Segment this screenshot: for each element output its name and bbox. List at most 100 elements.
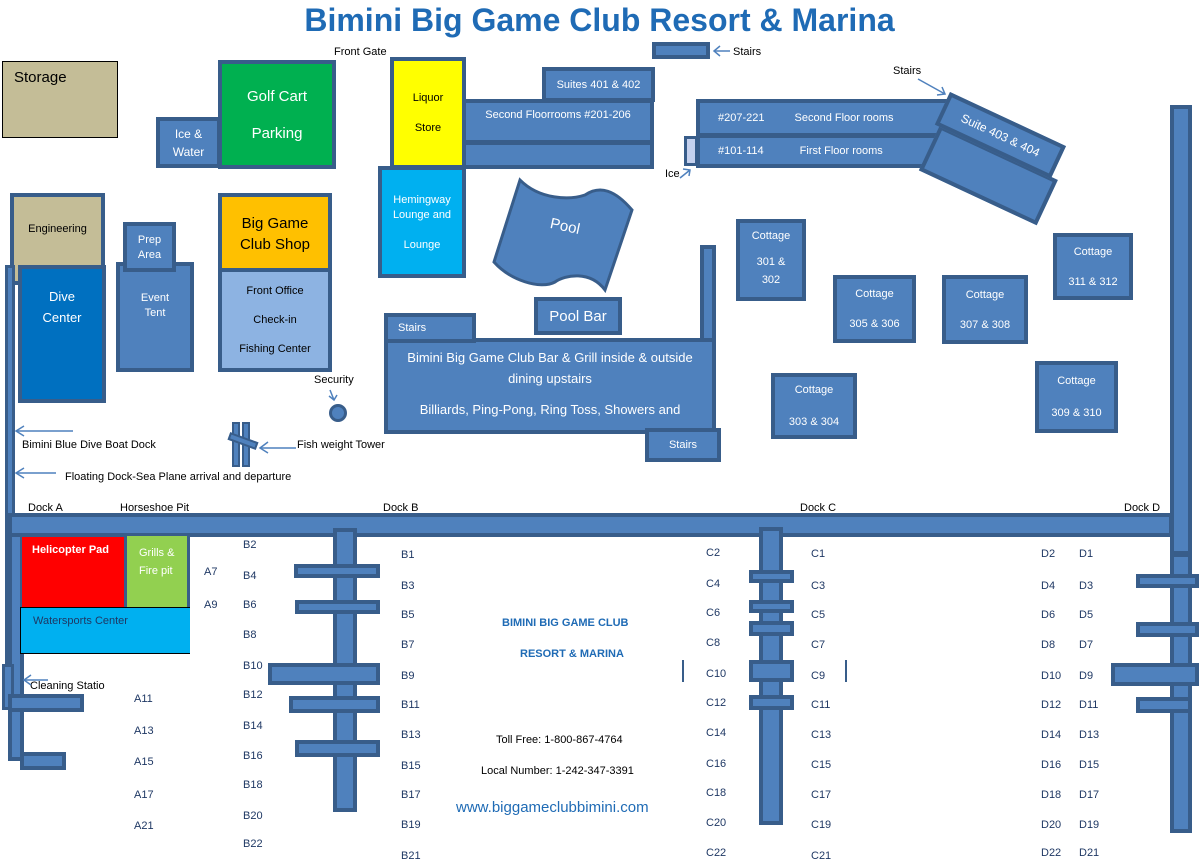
helicopter-pad-label: Helicopter Pad bbox=[32, 544, 110, 556]
dock-c-marker-right bbox=[845, 660, 847, 682]
big-game-club-shop[interactable]: Big Game Club Shop bbox=[218, 193, 332, 275]
dive-center[interactable]: Dive Center bbox=[18, 265, 106, 403]
watersports-center[interactable]: Watersports Center bbox=[20, 607, 190, 654]
slip-label-c16: C16 bbox=[706, 758, 727, 770]
hemingway-label-2: Lounge and bbox=[392, 208, 452, 221]
slip-label-d12: D12 bbox=[1041, 699, 1062, 711]
event-tent-label-2: Tent bbox=[144, 307, 166, 319]
floating-dock-arrow-icon bbox=[14, 467, 56, 479]
bar-grill[interactable]: Bimini Big Game Club Bar & Grill inside … bbox=[384, 338, 716, 434]
slip-label-d15: D15 bbox=[1079, 759, 1100, 771]
second-floor-207-221[interactable]: #207-221 Second Floor rooms bbox=[696, 99, 956, 137]
prep-area[interactable]: Prep Area bbox=[123, 222, 176, 272]
slip-label-d14: D14 bbox=[1041, 729, 1062, 741]
website-link[interactable]: www.biggameclubbimini.com bbox=[456, 799, 649, 816]
slip-label-b8: B8 bbox=[243, 629, 257, 641]
slip-label-d17: D17 bbox=[1079, 789, 1100, 801]
golf-cart-parking[interactable]: Golf Cart Parking bbox=[218, 60, 336, 169]
second-floor-201-206[interactable]: Second Floorrooms #201-206 bbox=[462, 99, 654, 144]
storage-label: Storage bbox=[14, 69, 67, 86]
ice-water-label-2: Water bbox=[172, 144, 205, 159]
dock-b-finger bbox=[295, 740, 380, 757]
cottage-301-302[interactable]: Cottage 301 & 302 bbox=[736, 219, 806, 301]
liquor-label-2: Store bbox=[414, 122, 442, 134]
slip-label-b7: B7 bbox=[401, 639, 415, 651]
front-office-label-2: Check-in bbox=[253, 314, 297, 326]
cottage-307-308[interactable]: Cottage 307 & 308 bbox=[942, 275, 1028, 344]
slip-label-b22: B22 bbox=[243, 838, 263, 850]
slip-label-d7: D7 bbox=[1079, 639, 1094, 651]
slip-label-b11: B11 bbox=[401, 699, 420, 711]
cottage-name: Cottage bbox=[794, 384, 834, 396]
security-post[interactable] bbox=[329, 404, 347, 422]
cottage-number: 303 & 304 bbox=[788, 416, 840, 428]
cottage-309-310[interactable]: Cottage 309 & 310 bbox=[1035, 361, 1118, 433]
slip-label-d6: D6 bbox=[1041, 609, 1056, 621]
cottage-name: Cottage bbox=[965, 288, 1005, 301]
slip-label-c17: C17 bbox=[811, 789, 832, 801]
slip-label-b10: B10 bbox=[243, 660, 263, 672]
ice-water-building[interactable]: Ice & Water bbox=[156, 117, 221, 168]
dive-center-label-1: Dive bbox=[48, 289, 75, 304]
pool-bar-label: Pool Bar bbox=[549, 307, 607, 325]
slip-label-b18: B18 bbox=[243, 779, 263, 791]
slip-label-b15: B15 bbox=[401, 760, 421, 772]
slip-label-d1: D1 bbox=[1079, 548, 1094, 560]
slip-label-c8: C8 bbox=[706, 637, 721, 649]
floating-dock-label: Floating Dock-Sea Plane arrival and depa… bbox=[65, 471, 292, 483]
stairs-top-arrow-icon bbox=[712, 45, 730, 57]
slip-label-d11: D11 bbox=[1079, 699, 1099, 711]
helicopter-pad[interactable]: Helicopter Pad bbox=[22, 537, 126, 607]
slip-label-c22: C22 bbox=[706, 847, 727, 859]
event-tent[interactable]: Event Tent bbox=[116, 262, 194, 372]
front-office[interactable]: Front Office Check-in Fishing Center bbox=[218, 268, 332, 372]
slip-label-c1: C1 bbox=[811, 548, 826, 560]
stairs-bar-bottom[interactable]: Stairs bbox=[645, 428, 721, 462]
second-floor-rooms-label: Second Floor rooms bbox=[794, 112, 894, 124]
liquor-store[interactable]: Liquor Store bbox=[390, 57, 466, 169]
stairs-right-arrow-icon bbox=[917, 78, 947, 96]
engineering-label: Engineering bbox=[28, 223, 87, 235]
dock-c-finger bbox=[749, 600, 794, 613]
cottage-number: 311 & 312 bbox=[1068, 275, 1118, 288]
cottage-name: Cottage bbox=[855, 288, 894, 300]
cottage-303-304[interactable]: Cottage 303 & 304 bbox=[771, 373, 857, 439]
cottage-number: 307 & 308 bbox=[959, 318, 1011, 331]
prep-area-label-2: Area bbox=[137, 248, 162, 261]
pool-shape bbox=[492, 177, 634, 294]
dock-d-finger bbox=[1136, 622, 1199, 637]
liquor-label-1: Liquor bbox=[412, 92, 444, 104]
slip-label-d4: D4 bbox=[1041, 580, 1056, 592]
pool-label[interactable]: Pool bbox=[548, 215, 582, 238]
hemingway-label-1: Hemingway bbox=[393, 193, 451, 206]
slip-label-b2: B2 bbox=[243, 539, 257, 551]
dock-b-label: Dock B bbox=[383, 502, 419, 514]
slip-label-d13: D13 bbox=[1079, 729, 1100, 741]
center-name-2: RESORT & MARINA bbox=[520, 648, 624, 660]
slip-label-b9: B9 bbox=[401, 670, 415, 682]
slip-label-c5: C5 bbox=[811, 609, 826, 621]
bar-grill-label-3: Billiards, Ping-Pong, Ring Toss, Showers… bbox=[419, 402, 681, 417]
hemingway-lounge[interactable]: Hemingway Lounge and Lounge bbox=[378, 166, 466, 278]
golf-cart-label-1: Golf Cart bbox=[246, 87, 307, 105]
dock-a-finger-3 bbox=[20, 752, 66, 770]
slip-label-d2: D2 bbox=[1041, 548, 1056, 560]
cottage-305-306[interactable]: Cottage 305 & 306 bbox=[833, 275, 916, 343]
security-label: Security bbox=[314, 374, 354, 386]
dock-c-finger bbox=[749, 570, 794, 583]
dive-boat-dock-label: Bimini Blue Dive Boat Dock bbox=[22, 439, 156, 451]
grills-fire-pit[interactable]: Grills & Fire pit bbox=[124, 536, 190, 608]
suites-401-402[interactable]: Suites 401 & 402 bbox=[542, 67, 655, 102]
pool-bar[interactable]: Pool Bar bbox=[534, 297, 622, 335]
cottage-number: 309 & 310 bbox=[1051, 407, 1102, 419]
cottage-311-312[interactable]: Cottage 311 & 312 bbox=[1053, 233, 1133, 300]
stairs-top-block bbox=[652, 42, 710, 59]
slip-label-c7: C7 bbox=[811, 639, 826, 651]
watersports-label: Watersports Center bbox=[33, 615, 128, 627]
first-floor-101-114[interactable]: #101-114 First Floor rooms bbox=[696, 134, 952, 168]
slip-label-d10: D10 bbox=[1041, 670, 1062, 682]
bar-grill-wall bbox=[700, 245, 716, 345]
storage-building[interactable]: Storage bbox=[2, 61, 118, 138]
dock-d-finger bbox=[1136, 574, 1199, 588]
stairs-bar-top[interactable]: Stairs bbox=[384, 313, 476, 343]
